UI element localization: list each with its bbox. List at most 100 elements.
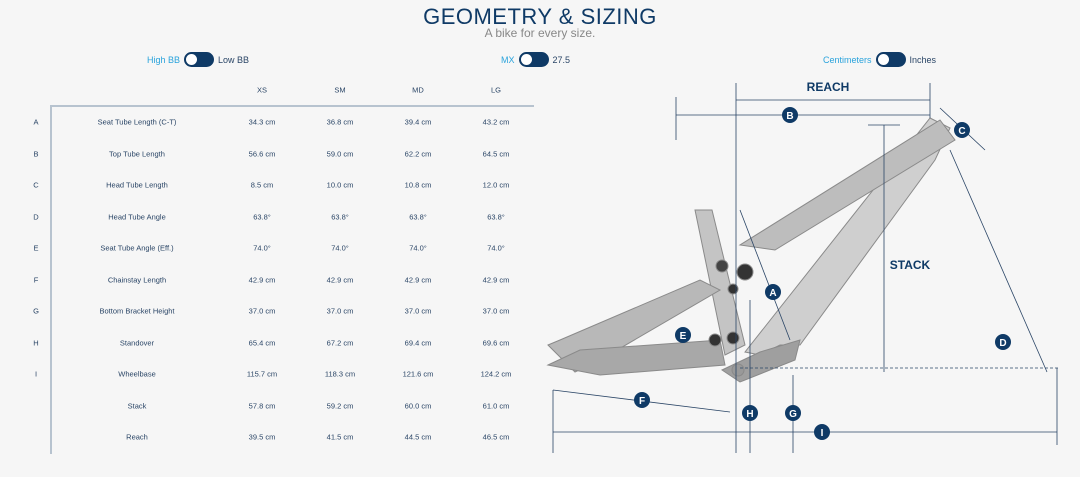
toggle-left-label: MX <box>501 54 515 65</box>
toggle-switch[interactable] <box>875 52 906 67</box>
table-cell: 124.2 cm <box>480 369 512 379</box>
table-cell: 43.2 cm <box>482 117 510 127</box>
marker-letter: H <box>746 409 753 420</box>
marker-e: E <box>675 327 691 343</box>
row-letter: F <box>33 275 39 284</box>
table-cell: 63.8° <box>331 212 349 221</box>
marker-a: A <box>765 284 781 300</box>
marker-circle <box>742 405 758 421</box>
marker-g: G <box>785 405 801 421</box>
reach-label: REACH <box>807 80 850 94</box>
toggle-switch[interactable] <box>184 52 215 67</box>
table-cell: 69.4 cm <box>404 338 432 347</box>
table-cell: 74.0° <box>487 243 505 253</box>
marker-letter: B <box>786 111 793 122</box>
table-cell: 115.7 cm <box>246 369 278 379</box>
marker-letter: I <box>821 428 824 439</box>
table-cell: 39.4 cm <box>404 117 432 127</box>
table-cell: 10.8 cm <box>404 180 432 190</box>
page-subtitle: A bike for every size. <box>484 26 596 40</box>
table-cell: 61.0 cm <box>482 401 510 410</box>
table-cell: 10.0 cm <box>326 180 354 190</box>
column-header: SM <box>334 85 346 95</box>
table-cell: 42.9 cm <box>482 275 510 284</box>
column-header: LG <box>490 85 502 95</box>
table-cell: 69.6 cm <box>482 338 510 347</box>
table-cell: 60.0 cm <box>404 401 432 410</box>
table-cell: 57.8 cm <box>248 401 276 410</box>
table-cell: 56.6 cm <box>248 149 276 158</box>
bike-frame <box>546 117 956 383</box>
bb-height-toggle[interactable]: High BB Low BB <box>147 52 249 67</box>
marker-b: B <box>782 107 798 123</box>
marker-circle <box>995 334 1011 350</box>
table-cell: 118.3 cm <box>324 369 356 379</box>
marker-letter: F <box>639 396 645 407</box>
row-label: Bottom Bracket Height <box>99 306 175 316</box>
marker-i: I <box>814 424 830 440</box>
column-header: XS <box>256 85 268 95</box>
table-cell: 46.5 cm <box>482 432 510 442</box>
table-cell: 65.4 cm <box>248 338 276 347</box>
dimension-lines <box>552 83 1060 453</box>
marker-letter: G <box>789 409 797 420</box>
table-cell: 41.5 cm <box>326 432 354 442</box>
row-letter: E <box>33 243 39 253</box>
marker-h: H <box>742 405 758 421</box>
table-cell: 34.3 cm <box>248 117 276 127</box>
table-cell: 42.9 cm <box>326 275 354 284</box>
toggle-left-label: High BB <box>147 54 181 65</box>
row-label: Stack <box>127 401 147 410</box>
table-cell: 63.8° <box>487 212 505 221</box>
table-left-border <box>50 106 52 454</box>
marker-circle <box>814 424 830 440</box>
column-header: MD <box>412 85 424 95</box>
table-cell: 42.9 cm <box>404 275 432 284</box>
toggle-right-label: Inches <box>909 54 937 65</box>
table-cell: 36.8 cm <box>326 117 354 127</box>
marker-circle <box>785 405 801 421</box>
row-letter: B <box>33 149 39 158</box>
marker-letter: C <box>958 126 965 137</box>
table-cell: 59.2 cm <box>326 401 354 410</box>
table-cell: 39.5 cm <box>248 432 276 442</box>
marker-letter: D <box>999 338 1006 349</box>
marker-letter: A <box>769 288 776 299</box>
table-cell: 62.2 cm <box>404 149 432 158</box>
units-toggle[interactable]: Centimeters Inches <box>823 52 936 67</box>
row-label: Head Tube Length <box>106 180 168 190</box>
row-label: Standover <box>119 338 155 347</box>
marker-letter: E <box>680 331 687 342</box>
row-label: Seat Tube Angle (Eff.) <box>100 243 174 253</box>
table-cell: 64.5 cm <box>482 149 510 158</box>
table-cell: 59.0 cm <box>326 149 354 158</box>
wheel-size-toggle[interactable]: MX 27.5 <box>501 52 570 67</box>
table-cell: 74.0° <box>409 243 427 253</box>
row-letter: C <box>33 180 39 190</box>
marker-circle <box>954 122 970 138</box>
table-cell: 42.9 cm <box>248 275 276 284</box>
table-cell: 12.0 cm <box>482 180 510 190</box>
row-label: Top Tube Length <box>109 149 165 158</box>
toggle-right-label: Low BB <box>218 54 250 65</box>
row-letter: A <box>33 117 39 127</box>
toggle-switch[interactable] <box>518 52 549 67</box>
table-cell: 37.0 cm <box>404 306 432 316</box>
marker-circle <box>782 107 798 123</box>
table-cell: 121.6 cm <box>402 369 434 379</box>
row-label: Head Tube Angle <box>108 212 166 221</box>
table-cell: 63.8° <box>253 212 271 221</box>
marker-circle <box>634 392 650 408</box>
table-cell: 37.0 cm <box>248 306 276 316</box>
table-cell: 37.0 cm <box>482 306 510 316</box>
page-title: GEOMETRY & SIZING <box>423 4 657 29</box>
row-label: Seat Tube Length (C-T) <box>97 117 177 127</box>
toggle-left-label: Centimeters <box>823 54 872 65</box>
table-cell: 67.2 cm <box>326 338 354 347</box>
marker-d: D <box>995 334 1011 350</box>
table-top-border <box>50 105 534 107</box>
row-letter: G <box>33 306 39 316</box>
table-cell: 44.5 cm <box>404 432 432 442</box>
toggle-right-label: 27.5 <box>552 54 571 65</box>
